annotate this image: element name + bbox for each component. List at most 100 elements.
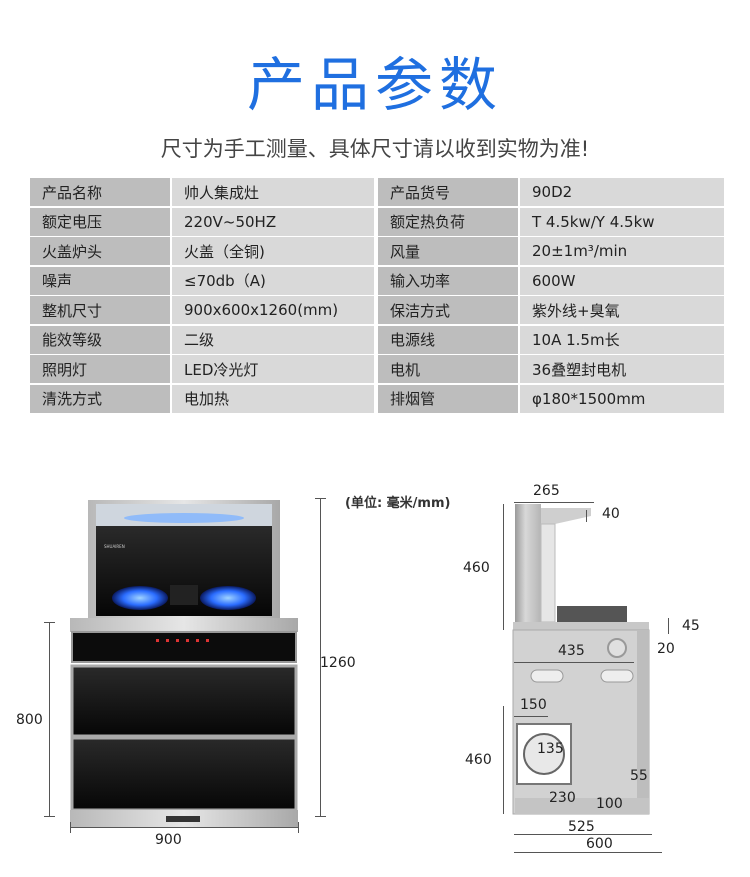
- dim-side-460a: 460: [463, 560, 490, 576]
- dim-line-435: [514, 662, 634, 663]
- spec-label: 产品货号: [378, 178, 518, 206]
- spec-value: LED冷光灯: [172, 355, 374, 383]
- side-cooktop: [557, 606, 627, 622]
- spec-label: 电源线: [378, 325, 518, 354]
- dim-side-45: 45: [682, 618, 700, 634]
- spec-value: 二级: [172, 325, 374, 354]
- dim-line-45: [668, 618, 669, 634]
- side-hood-top: [541, 508, 591, 524]
- spec-label: 火盖炉头: [30, 237, 170, 265]
- spec-label: 额定电压: [30, 207, 170, 236]
- spec-label: 保洁方式: [378, 296, 518, 324]
- dim-side-600: 600: [586, 836, 613, 852]
- dim-side-135: 135: [537, 741, 564, 757]
- right-burner-icon: [200, 586, 256, 610]
- dim-side-265: 265: [533, 483, 560, 499]
- knob-panel: [170, 585, 198, 605]
- spec-value: 600W: [520, 266, 724, 295]
- spec-value: 220V~50HZ: [172, 207, 374, 236]
- spec-value: φ180*1500mm: [520, 384, 724, 413]
- dim-tick: [315, 498, 326, 499]
- dim-line-1260: [320, 498, 321, 816]
- spec-label: 风量: [378, 237, 518, 265]
- left-burner-icon: [112, 586, 168, 610]
- spec-label: 电机: [378, 355, 518, 383]
- dim-side-460b: 460: [465, 752, 492, 768]
- dim-line-800: [49, 622, 50, 816]
- dim-line-900: [70, 827, 298, 828]
- dim-side-20: 20: [657, 641, 675, 657]
- spec-label: 清洗方式: [30, 384, 170, 413]
- dim-side-150: 150: [520, 697, 547, 713]
- dim-tick: [44, 816, 55, 817]
- dim-side-435: 435: [558, 643, 585, 659]
- dim-width: 900: [155, 832, 182, 848]
- spec-value: 10A 1.5m长: [520, 325, 724, 354]
- spec-label: 额定热负荷: [378, 207, 518, 236]
- gas-inlet-icon: [607, 638, 627, 658]
- side-hood-glass: [540, 523, 556, 623]
- dim-side-40: 40: [602, 506, 620, 522]
- dim-line-40: [586, 510, 587, 522]
- dim-tick: [44, 622, 55, 623]
- spec-label: 整机尺寸: [30, 296, 170, 324]
- spec-value: 36叠塑封电机: [520, 355, 724, 383]
- dim-side-230: 230: [549, 790, 576, 806]
- dim-side-525: 525: [568, 819, 595, 835]
- spec-value: 电加热: [172, 384, 374, 413]
- cooktop-edge: [70, 618, 298, 632]
- spec-value: 20±1m³/min: [520, 237, 724, 265]
- dim-line-150: [514, 716, 548, 717]
- dim-line-600: [514, 852, 662, 853]
- dim-line-525: [514, 834, 652, 835]
- dim-tick: [315, 816, 326, 817]
- spec-label: 能效等级: [30, 325, 170, 354]
- spec-value: 帅人集成灶: [172, 178, 374, 206]
- side-cabinet-front: [637, 630, 649, 814]
- spec-value: 火盖（全铜): [172, 237, 374, 265]
- lower-drawer: [70, 736, 298, 812]
- brand-logo: SHUAIREN: [104, 544, 125, 549]
- vent-slot-2: [600, 669, 634, 683]
- spec-label: 噪声: [30, 266, 170, 295]
- base-foot: [515, 798, 649, 814]
- upper-drawer: [70, 664, 298, 738]
- touch-controls: [156, 639, 209, 642]
- dim-height-total: 1260: [320, 655, 356, 671]
- spec-label: 照明灯: [30, 355, 170, 383]
- vent-slot-1: [530, 669, 564, 683]
- page-title: 产品参数: [246, 51, 503, 119]
- spec-label: 排烟管: [378, 384, 518, 413]
- dim-tick: [298, 822, 299, 833]
- spec-label: 输入功率: [378, 266, 518, 295]
- page-subtitle: 尺寸为手工测量、具体尺寸请以收到实物为准!: [160, 137, 590, 161]
- hood-light: [124, 513, 244, 523]
- dim-height-cabinet: 800: [16, 712, 43, 728]
- spec-value: T 4.5kw/Y 4.5kw: [520, 207, 724, 236]
- dim-line-460a: [503, 504, 504, 630]
- side-cooktop-edge: [513, 622, 649, 630]
- dim-side-100: 100: [596, 796, 623, 812]
- side-view-drawing: [512, 504, 650, 815]
- spec-value: 90D2: [520, 178, 724, 206]
- base-handle: [166, 816, 200, 822]
- spec-label: 产品名称: [30, 178, 170, 206]
- unit-label: (单位: 毫米/mm): [345, 496, 451, 511]
- front-view-drawing: SHUAIREN: [70, 500, 298, 828]
- spec-value: ≤70db（A): [172, 266, 374, 295]
- dim-tick: [70, 822, 71, 833]
- exhaust-fan-icon: [523, 733, 565, 775]
- dim-line-265: [514, 502, 594, 503]
- dim-side-55: 55: [630, 768, 648, 784]
- spec-value: 900x600x1260(mm): [172, 296, 374, 324]
- side-hood-column: [515, 504, 541, 622]
